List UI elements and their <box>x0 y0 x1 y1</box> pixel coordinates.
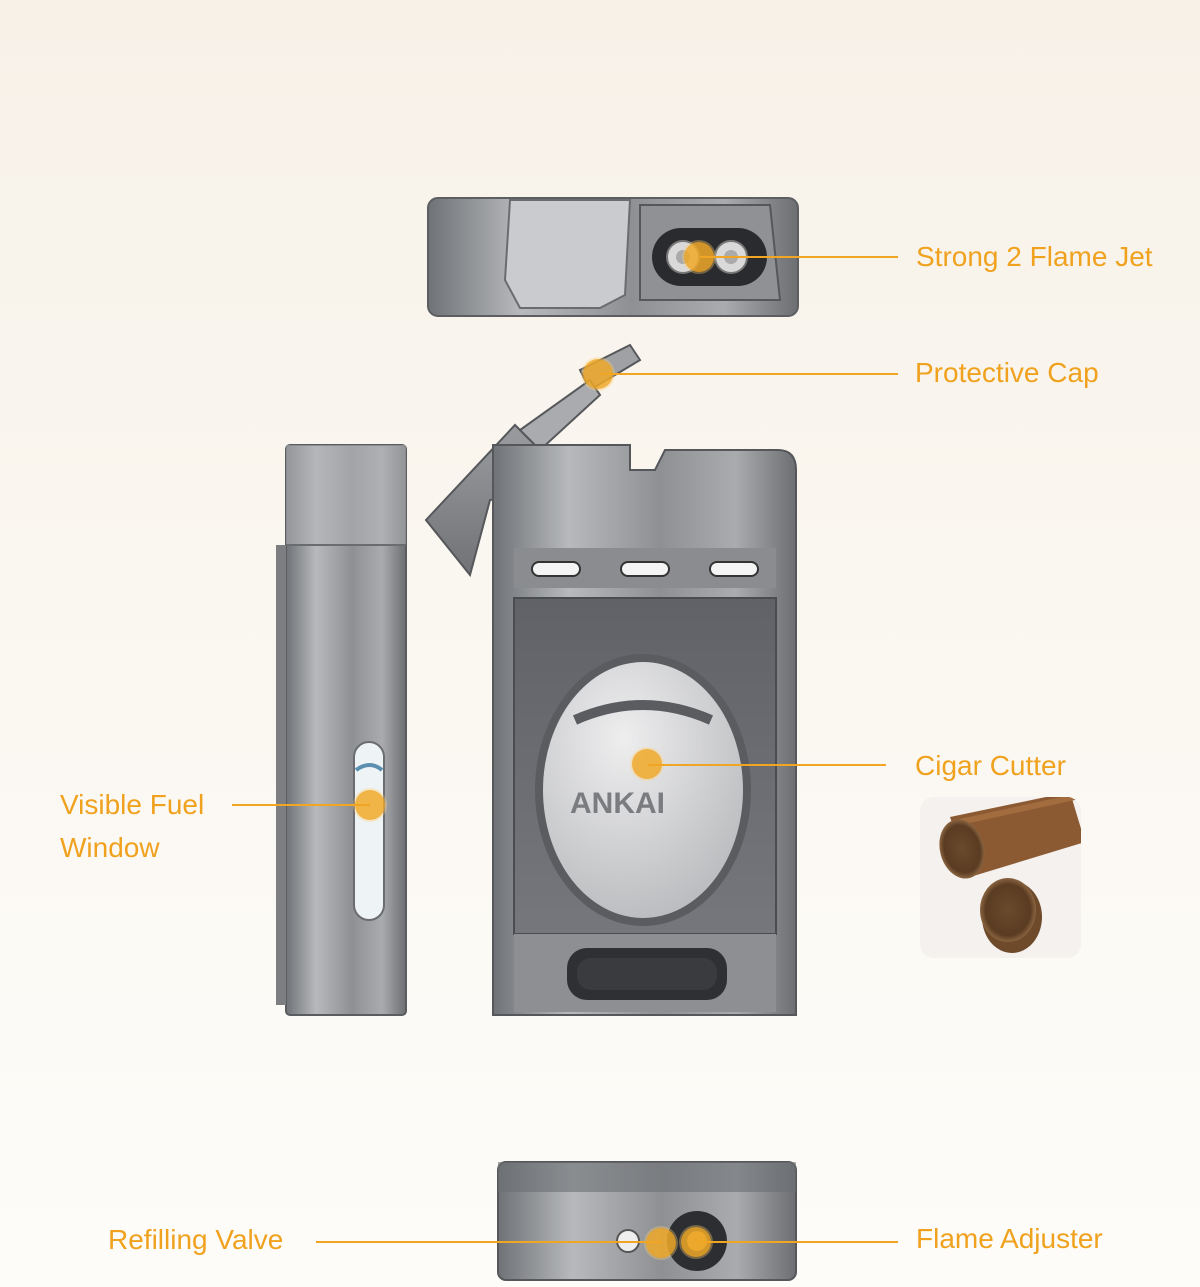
protective-cap-label: Protective Cap <box>915 357 1099 388</box>
cigar-cutter-line <box>648 764 886 766</box>
fuel-window-label-line2: Window <box>60 832 160 863</box>
cigar-cutter-label: Cigar Cutter <box>915 750 1066 781</box>
flame-jet-line <box>700 256 898 258</box>
side-view <box>276 444 407 1016</box>
flame-adjuster-line <box>696 1241 898 1243</box>
refilling-valve-label: Refilling Valve <box>108 1224 284 1255</box>
protective-cap-line <box>600 373 898 375</box>
fuel-window-label-line1: Visible Fuel <box>60 789 205 820</box>
refilling-valve-line <box>316 1241 662 1243</box>
refilling-valve-marker <box>646 1228 676 1258</box>
flame-jet-label: Strong 2 Flame Jet <box>916 241 1153 272</box>
top-view <box>427 197 799 317</box>
cigar-photo <box>920 797 1081 958</box>
front-view: ANKAI <box>424 343 797 1016</box>
fuel-window-line <box>232 804 370 806</box>
brand-logo: ANKAI <box>570 787 665 820</box>
flame-adjuster-label: Flame Adjuster <box>916 1223 1103 1254</box>
bottom-view <box>497 1161 797 1281</box>
